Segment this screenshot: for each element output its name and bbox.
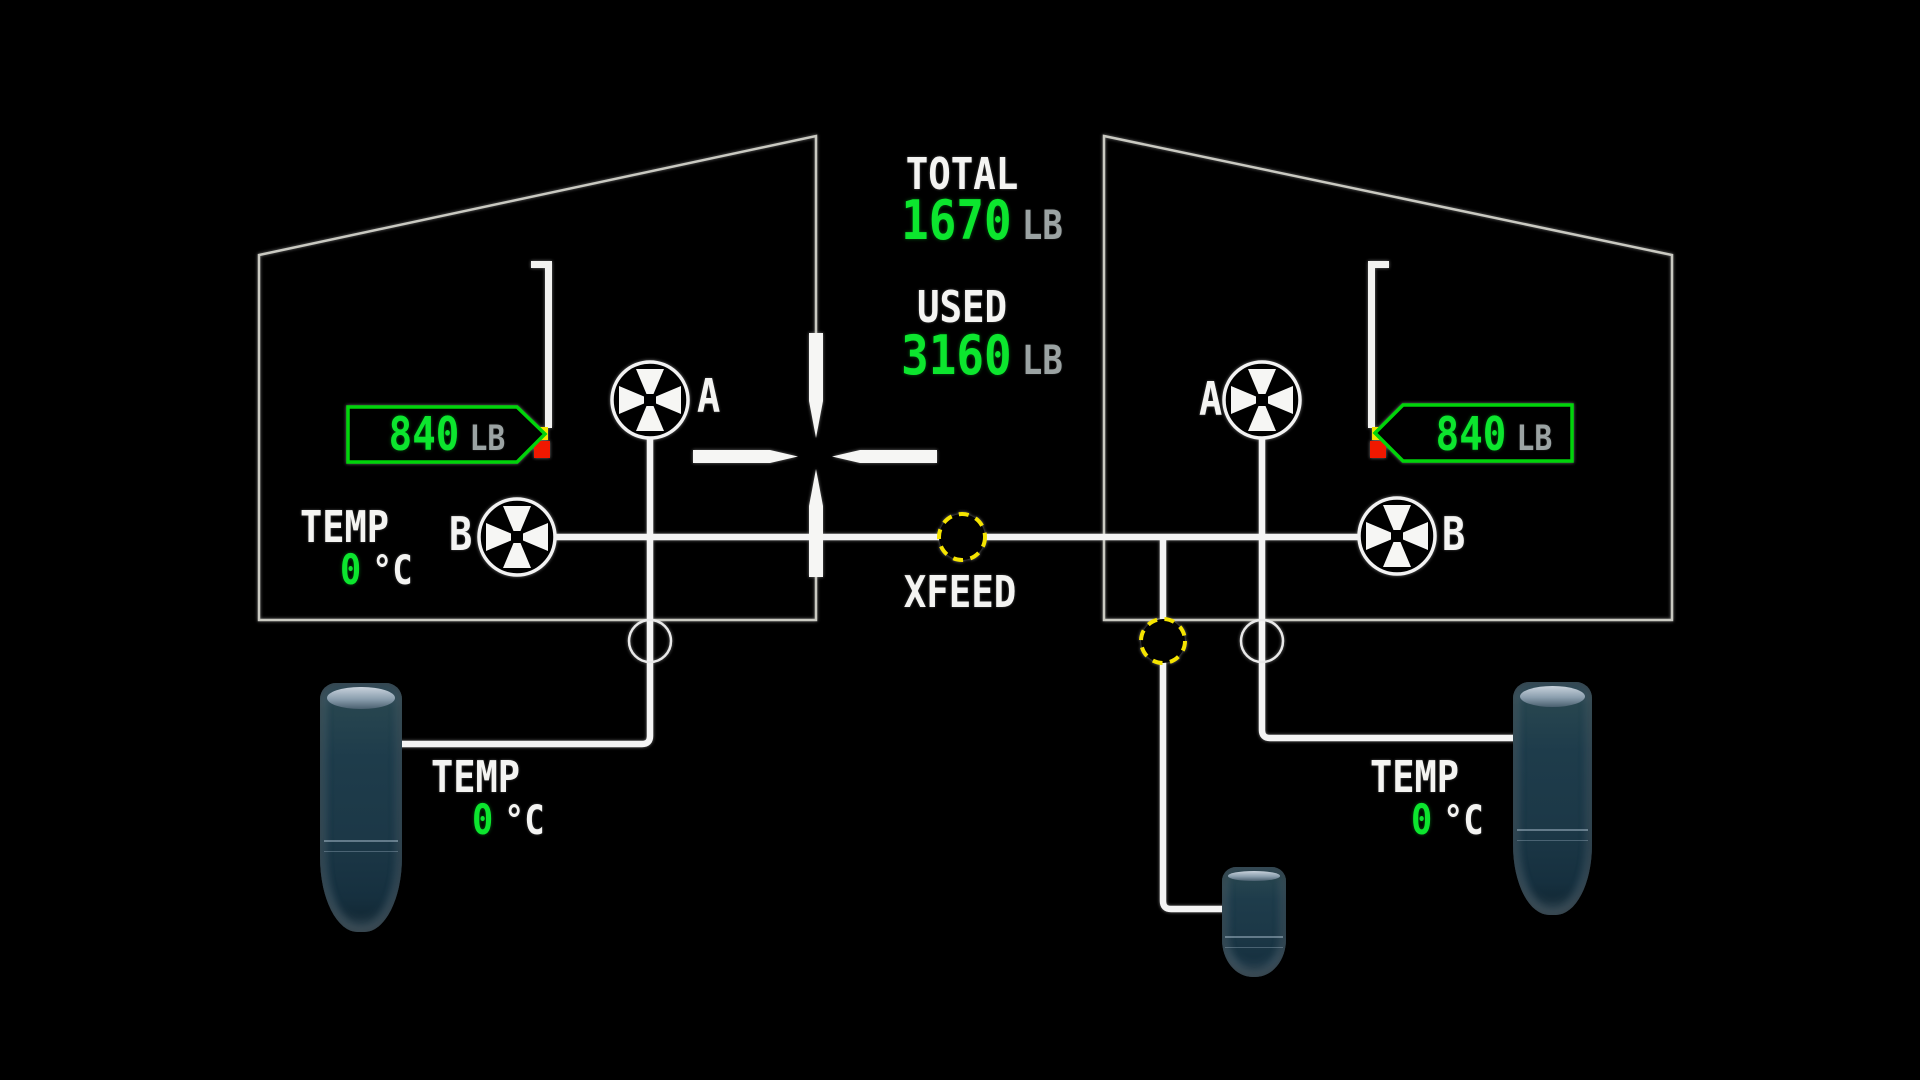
xfeed-valve-icon [937,512,987,562]
left-quantity-unit: LB [469,419,506,459]
used-unit: LB [1021,338,1063,384]
right-engine-temp-unit: °C [1443,798,1484,844]
crossflow-arrows-icon [693,333,937,577]
right-engine-feed-pipe [1258,434,1519,742]
left-gauge-warning-band [534,441,550,458]
left-tank-temp-value: 0 [340,545,362,594]
right-gauge-warning-band [1370,441,1386,458]
right-wing-outline [1102,134,1674,622]
left-pump-a-label: A [697,369,721,423]
left-tank-temp-unit: °C [372,548,413,594]
left-quantity-tag [346,405,548,464]
total-value-row: 1670 LB [901,194,1063,248]
right-engine-nacelle [1513,682,1592,915]
left-engine-feed-pipe [396,434,654,748]
left-feed-port-icon [627,618,673,664]
left-engine-temp-unit: °C [504,798,545,844]
left-quantity-text: 840 LB [389,411,506,457]
right-quantity-tag [1372,403,1574,463]
right-engine-temp-label: TEMP [1370,752,1460,803]
flow-bar-down-icon [809,469,823,577]
right-gauge-top-tick [1368,261,1389,268]
left-gauge-top-tick [531,261,552,268]
center-small-pod [1222,867,1286,977]
right-engine-temp-value: 0 [1411,795,1433,844]
left-tank-temp-row: 0 °C [340,545,413,594]
center-transfer-pipe [1159,536,1228,913]
flow-bar-up-icon [809,333,823,438]
right-pump-a-label: A [1199,372,1223,426]
right-pump-b-label: B [1442,507,1466,561]
transfer-valve-icon [1139,617,1187,665]
right-engine-temp-row: 0 °C [1411,795,1484,844]
total-value: 1670 [901,189,1012,252]
right-pump-a-icon [1222,360,1302,440]
left-engine-temp-row: 0 °C [472,795,545,844]
right-quantity-value: 840 [1435,407,1507,461]
left-wing-outline [257,134,818,622]
left-tank-temp-label: TEMP [300,502,390,553]
left-engine-temp-label: TEMP [431,752,521,803]
used-label: USED [916,282,1008,333]
left-pump-b-label: B [449,507,473,561]
left-pump-a-icon [610,360,690,440]
right-quantity-text: 840 LB [1436,411,1553,457]
left-engine-temp-value: 0 [472,795,494,844]
left-gauge-bar [545,262,552,428]
right-gauge-bar [1368,262,1375,428]
total-label: TOTAL [905,149,1019,200]
used-value-row: 3160 LB [901,329,1063,383]
right-pump-b-icon [1357,496,1437,576]
right-feed-port-icon [1239,618,1285,664]
used-value: 3160 [901,324,1012,387]
right-quantity-unit: LB [1516,419,1553,459]
left-quantity-value: 840 [388,407,460,461]
xfeed-label: XFEED [903,567,1017,618]
total-unit: LB [1021,203,1063,249]
left-engine-nacelle [320,683,402,932]
flow-arrow-right-icon [693,450,798,463]
left-pump-b-icon [477,497,557,577]
flow-arrow-left-icon [832,450,937,463]
